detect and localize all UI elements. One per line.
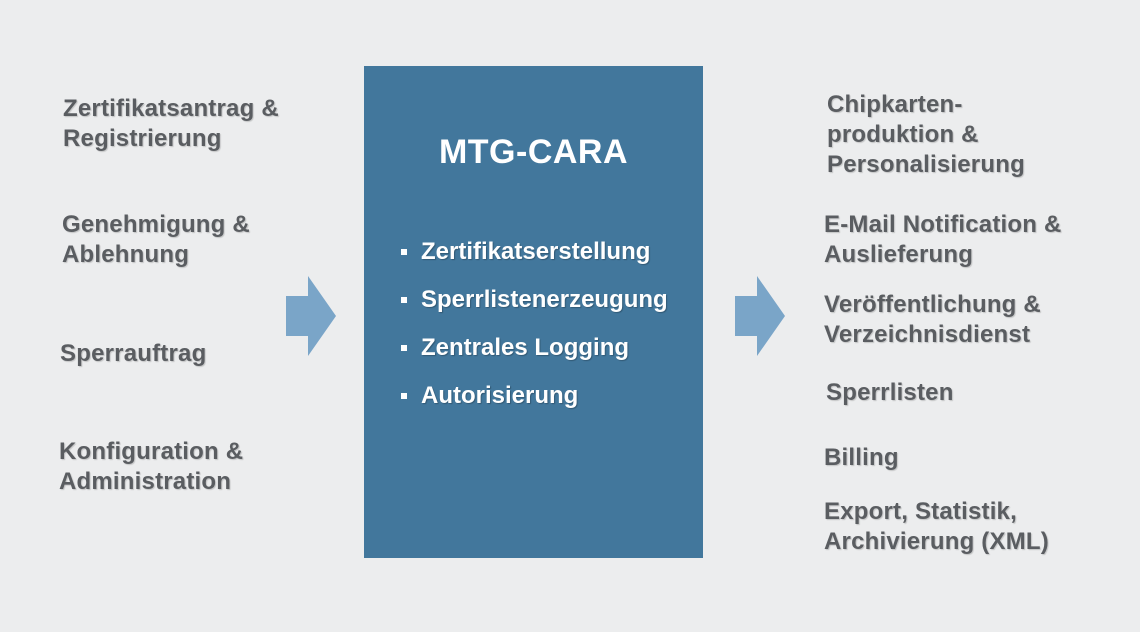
bullet-icon	[401, 249, 407, 255]
output-item-chipcard-production: Chipkarten- produktion & Personalisierun…	[827, 90, 1025, 180]
output-item-line: Veröffentlichung &	[824, 291, 1041, 318]
bullet-icon	[401, 345, 407, 351]
input-item-line: Ablehnung	[62, 241, 190, 268]
function-item: Autorisierung	[401, 381, 668, 429]
output-item-line: Auslieferung	[824, 241, 974, 268]
function-item: Zentrales Logging	[401, 333, 668, 381]
function-item: Sperrlistenerzeugung	[401, 285, 668, 333]
output-item-billing: Billing	[824, 443, 899, 473]
output-item-line: Sperrlisten	[826, 379, 954, 406]
system-title: MTG-CARA	[438, 133, 629, 171]
function-label: Zertifikatserstellung	[421, 238, 651, 265]
output-arrow-icon	[735, 276, 785, 356]
function-label: Sperrlistenerzeugung	[421, 286, 668, 313]
input-item-line: Administration	[59, 468, 232, 495]
input-item-line: Sperrauftrag	[60, 340, 207, 367]
output-item-email-notification: E-Mail Notification & Auslieferung	[824, 210, 1062, 270]
input-item-line: Genehmigung &	[62, 211, 250, 238]
output-item-publication-directory: Veröffentlichung & Verzeichnisdienst	[824, 290, 1041, 350]
function-label: Zentrales Logging	[421, 334, 630, 361]
input-arrow-icon	[286, 276, 336, 356]
output-item-line: E-Mail Notification &	[824, 211, 1062, 238]
function-label: Autorisierung	[421, 382, 579, 409]
bullet-icon	[401, 297, 407, 303]
output-item-line: Verzeichnisdienst	[824, 321, 1031, 348]
input-item-revocation-request: Sperrauftrag	[60, 339, 206, 369]
function-item: Zertifikatserstellung	[401, 237, 668, 285]
output-item-export-statistics: Export, Statistik, Archivierung (XML)	[824, 497, 1049, 557]
system-box: MTG-CARA Zertifikatserstellung Sperrlist…	[364, 66, 703, 558]
input-item-application-registration: Zertifikatsantrag & Registrierung	[63, 94, 279, 154]
input-item-approval-rejection: Genehmigung & Ablehnung	[62, 210, 250, 270]
output-item-line: Export, Statistik,	[824, 498, 1017, 525]
bullet-icon	[401, 393, 407, 399]
output-item-line: Chipkarten-	[827, 91, 963, 118]
function-list: Zertifikatserstellung Sperrlistenerzeugu…	[401, 237, 668, 429]
input-item-line: Registrierung	[63, 125, 222, 152]
output-item-line: Archivierung (XML)	[824, 528, 1049, 555]
input-item-line: Zertifikatsantrag &	[63, 95, 279, 122]
output-item-line: Billing	[824, 444, 899, 471]
output-item-line: produktion &	[827, 121, 979, 148]
output-item-line: Personalisierung	[827, 151, 1025, 178]
input-item-line: Konfiguration &	[59, 438, 244, 465]
input-item-configuration-administration: Konfiguration & Administration	[59, 437, 243, 497]
output-item-revocation-lists: Sperrlisten	[826, 378, 954, 408]
